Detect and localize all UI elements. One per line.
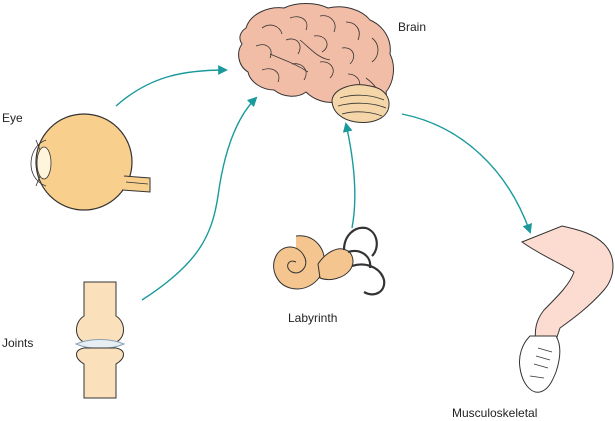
- optic-nerve: [121, 175, 151, 193]
- eye-cornea: [30, 139, 47, 187]
- shoe-laces: [529, 347, 553, 379]
- semicircular-canals: [342, 226, 386, 296]
- label-brain: Brain: [398, 20, 427, 34]
- upper-bone: [76, 281, 124, 343]
- cerebellum-folds: [337, 94, 387, 117]
- shoe: [519, 335, 561, 393]
- brain-folds: [255, 15, 379, 99]
- cochlea: [273, 235, 325, 290]
- leg: [520, 225, 614, 345]
- label-labyrinth: Labyrinth: [288, 311, 338, 325]
- label-joints: Joints: [2, 336, 34, 350]
- label-eye: Eye: [2, 111, 23, 125]
- vestibule: [317, 248, 354, 281]
- joint-illustration: [74, 281, 126, 399]
- leg-illustration: [519, 225, 614, 393]
- labyrinth-illustration: [273, 226, 386, 296]
- optic-nerve-detail: [125, 181, 149, 185]
- eye-iris: [35, 139, 41, 187]
- eyeball: [35, 113, 133, 211]
- arrow-joints-to-brain: [141, 96, 258, 301]
- eye-illustration: [30, 113, 151, 211]
- brain-illustration: [238, 3, 394, 123]
- arrow-eye-to-brain: [115, 65, 228, 107]
- label-musculoskeletal: Musculoskeletal: [452, 406, 538, 420]
- eye-lens: [36, 146, 52, 180]
- arrows: [115, 65, 532, 301]
- arrow-brain-to-musculoskeletal: [401, 113, 532, 234]
- arrow-labyrinth-to-brain: [342, 122, 356, 229]
- brain-cerebellum: [331, 84, 390, 123]
- lower-bone: [76, 347, 124, 399]
